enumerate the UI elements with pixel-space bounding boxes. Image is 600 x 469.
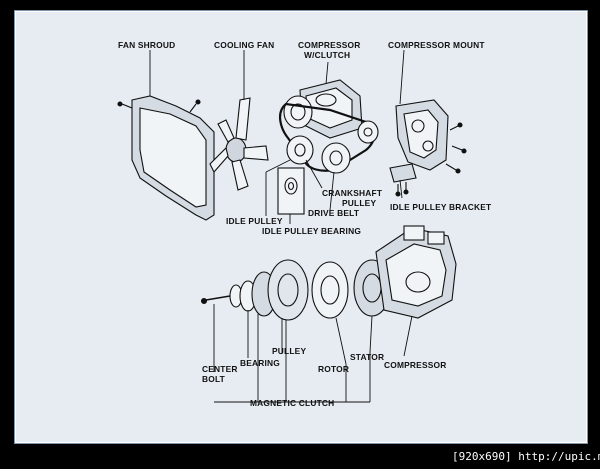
label-drive-belt: DRIVE BELT xyxy=(308,208,360,218)
label-idle-pulley: IDLE PULLEY xyxy=(226,216,283,226)
compressor-mount-drawing xyxy=(395,99,467,174)
label-compressor-clutch-2: W/CLUTCH xyxy=(304,50,350,60)
label-fan-shroud: FAN SHROUD xyxy=(118,40,175,50)
label-idle-pulley-bracket: IDLE PULLEY BRACKET xyxy=(390,202,492,212)
magnetic-clutch-assembly-drawing xyxy=(200,259,391,321)
fan-shroud-drawing xyxy=(117,95,215,221)
idle-pulley-bracket-drawing xyxy=(389,163,417,197)
label-crankshaft-2: PULLEY xyxy=(342,198,376,208)
label-center-bolt-1: CENTER xyxy=(202,364,238,374)
compressor-drawing xyxy=(375,225,457,319)
label-compressor-mount: COMPRESSOR MOUNT xyxy=(388,40,485,50)
label-crankshaft-1: CRANKSHAFT xyxy=(322,188,383,198)
label-bearing: BEARING xyxy=(240,358,280,368)
label-center-bolt-2: BOLT xyxy=(202,374,226,384)
belt-and-pulleys-drawing xyxy=(279,102,379,174)
label-magnetic-clutch: MAGNETIC CLUTCH xyxy=(250,398,334,408)
idle-pulley-bearing-inset xyxy=(277,167,305,215)
label-idle-pulley-bearing: IDLE PULLEY BEARING xyxy=(262,226,361,236)
label-rotor: ROTOR xyxy=(318,364,349,374)
label-stator: STATOR xyxy=(350,352,384,362)
label-cooling-fan: COOLING FAN xyxy=(214,40,274,50)
label-compressor: COMPRESSOR xyxy=(384,360,447,370)
cooling-fan-drawing xyxy=(209,97,269,191)
leader-lines xyxy=(149,49,413,403)
watermark-text: [920x690] http://upic.me/ xyxy=(452,450,600,463)
label-compressor-clutch-1: COMPRESSOR xyxy=(298,40,361,50)
label-pulley: PULLEY xyxy=(272,346,306,356)
diagram-panel xyxy=(14,10,588,444)
